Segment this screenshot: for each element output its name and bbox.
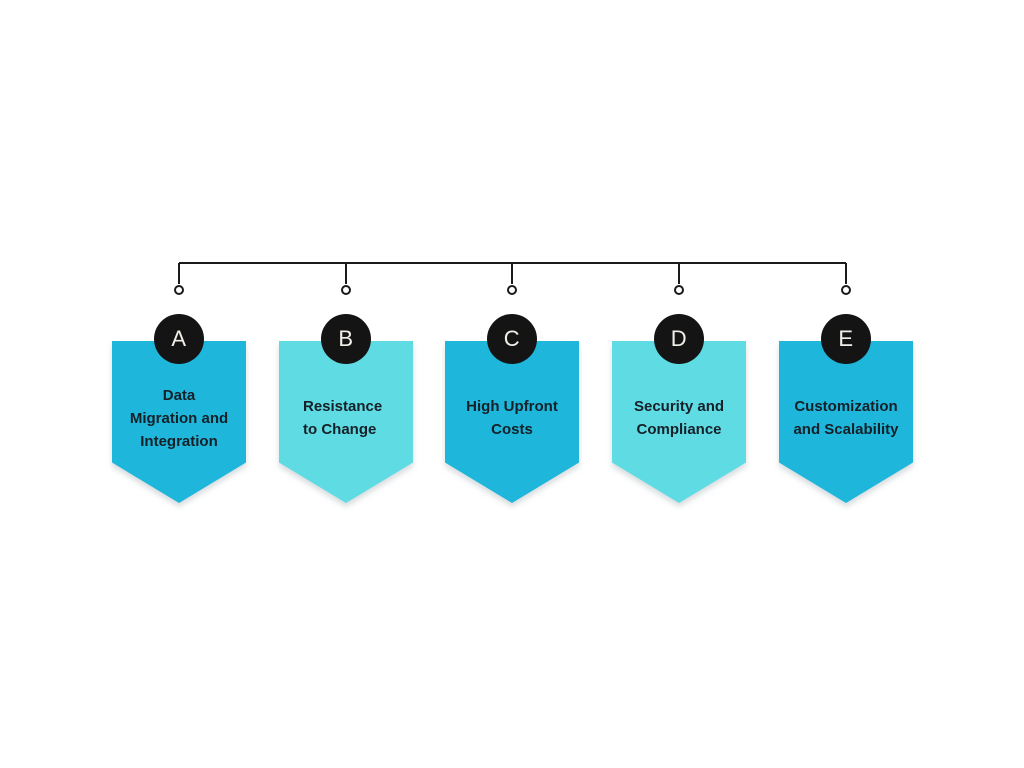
drop-terminal-icon (174, 285, 184, 295)
connector (174, 262, 851, 295)
banner-shape-wrap (112, 314, 246, 514)
drop-terminal-icon (841, 285, 851, 295)
banner-item-d: D Security and Compliance (612, 314, 746, 514)
banner-shape-wrap (445, 314, 579, 514)
letter-badge-c: C (487, 314, 537, 364)
label-line: Integration (140, 432, 218, 450)
letter-badge-d: D (654, 314, 704, 364)
label-line: Resistance (303, 398, 383, 415)
banner-shape-wrap (279, 314, 413, 514)
label-line: Security and (633, 398, 725, 415)
banner-item-a: A Data Migration and Integration (112, 314, 246, 514)
label-line: High Upfront (466, 398, 558, 415)
label-line: Costs (491, 421, 533, 438)
banner-label: Security and Compliance (618, 372, 740, 464)
banner-item-e: E Customization and Scalability (779, 314, 913, 514)
banner-label: Customization and Scalability (785, 372, 907, 464)
banner-shape (279, 341, 413, 503)
letter-badge-b: B (321, 314, 371, 364)
banner-label: Data Migration and Integration (118, 372, 240, 464)
banner-shape-wrap (612, 314, 746, 514)
banner-shape-wrap (779, 314, 913, 514)
banner-label: Resistance to Change (303, 372, 407, 464)
label-line: Migration and (129, 409, 229, 427)
label-line: Customization (794, 398, 898, 415)
label-line: to Change (303, 421, 377, 438)
banner-label: High Upfront Costs (451, 372, 573, 464)
label-line: Compliance (636, 421, 722, 438)
label-line: and Scalability (793, 421, 899, 438)
label-line: Data (162, 386, 196, 404)
letter-badge-e: E (821, 314, 871, 364)
letter-badge-a: A (154, 314, 204, 364)
drop-terminal-icon (674, 285, 684, 295)
drop-terminal-icon (341, 285, 351, 295)
banner-item-c: C High Upfront Costs (445, 314, 579, 514)
banner-item-b: B Resistance to Change (279, 314, 413, 514)
drop-terminal-icon (507, 285, 517, 295)
